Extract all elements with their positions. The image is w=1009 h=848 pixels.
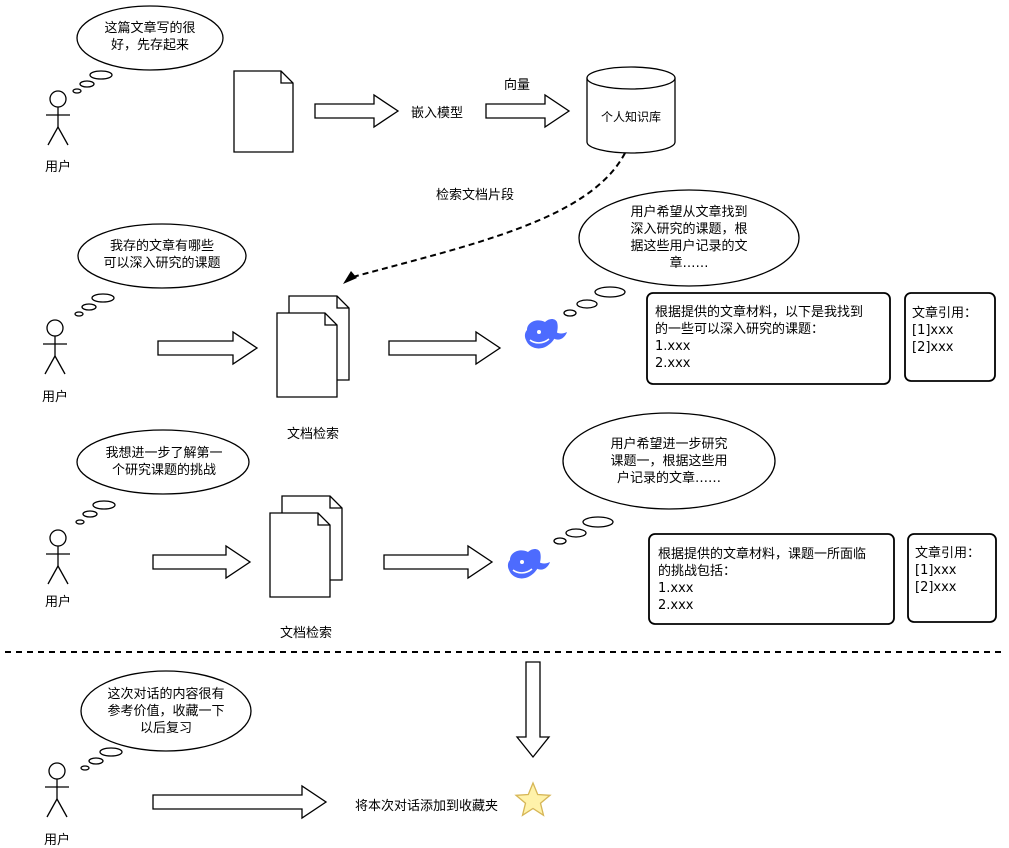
block-arrow [485, 93, 571, 129]
thought-text-4: 这次对话的内容很有 参考价值，收藏一下 以后复习 [107, 687, 225, 736]
knowledge-base-cylinder [586, 66, 676, 154]
thought-text-1: 这篇文章写的很 好，先存起来 [104, 21, 196, 53]
ai-thought-text-1: 用户希望从文章找到 深入研究的课题，根 据这些用户记录的文 章…… [630, 205, 748, 271]
user-label-1: 用户 [45, 160, 72, 175]
block-arrow [388, 330, 502, 366]
refs-box-2 [907, 533, 997, 623]
add-favorites-label: 将本次对话添加到收藏夹 [355, 799, 499, 814]
thought-cloud-2 [74, 223, 247, 317]
block-arrow [383, 544, 494, 580]
ai-thought-text-2: 用户希望进一步研究 课题一，根据这些用 户记录的文章…… [610, 437, 728, 486]
thought-cloud-3 [75, 429, 250, 525]
documents-stack-icon-2 [269, 495, 343, 598]
embed-model-label: 嵌入模型 [411, 106, 464, 121]
retrieve-dashed-arrow [343, 152, 626, 284]
refs-box-1 [904, 292, 996, 382]
answer-box-2 [648, 533, 895, 625]
block-arrow-down [515, 661, 551, 759]
refs-text-1: 文章引用： [1]xxx [2]xxx [912, 306, 978, 355]
thought-cloud-4 [80, 670, 252, 771]
user-label-3: 用户 [45, 595, 72, 610]
vector-label: 向量 [504, 78, 531, 93]
thought-text-3: 我想进一步了解第一 个研究课题的挑战 [105, 446, 223, 478]
thought-cloud-1 [72, 5, 224, 94]
block-arrow [314, 93, 400, 129]
refs-text-2: 文章引用： [1]xxx [2]xxx [915, 546, 981, 595]
block-arrow [152, 544, 252, 580]
whale-icon [524, 318, 568, 350]
user-label-4: 用户 [44, 833, 71, 848]
whale-icon [507, 548, 551, 580]
document-icon [233, 70, 294, 153]
ai-thought-cloud-2 [553, 412, 776, 545]
block-arrow [157, 330, 259, 366]
answer-text-2: 根据提供的文章材料，课题一所面临 的挑战包括： 1.xxx 2.xxx [658, 547, 867, 613]
user-actor-2 [42, 319, 68, 375]
block-arrow [152, 784, 328, 820]
star-icon [514, 781, 552, 817]
user-actor-3 [45, 529, 71, 585]
user-actor-1 [45, 90, 71, 146]
doc-search-label-1: 文档检索 [287, 427, 340, 442]
user-actor-4 [44, 762, 70, 818]
doc-search-label-2: 文档检索 [280, 626, 333, 641]
thought-text-2: 我存的文章有哪些 可以深入研究的课题 [103, 239, 221, 271]
documents-stack-icon-1 [276, 295, 350, 398]
user-label-2: 用户 [42, 390, 69, 405]
retrieve-label: 检索文档片段 [436, 188, 515, 203]
ai-thought-cloud-1 [563, 189, 800, 317]
knowledge-base-label: 个人知识库 [600, 110, 661, 124]
answer-box-1 [646, 292, 891, 385]
answer-text-1: 根据提供的文章材料，以下是我找到 的一些可以深入研究的课题： 1.xxx 2.x… [655, 305, 864, 371]
